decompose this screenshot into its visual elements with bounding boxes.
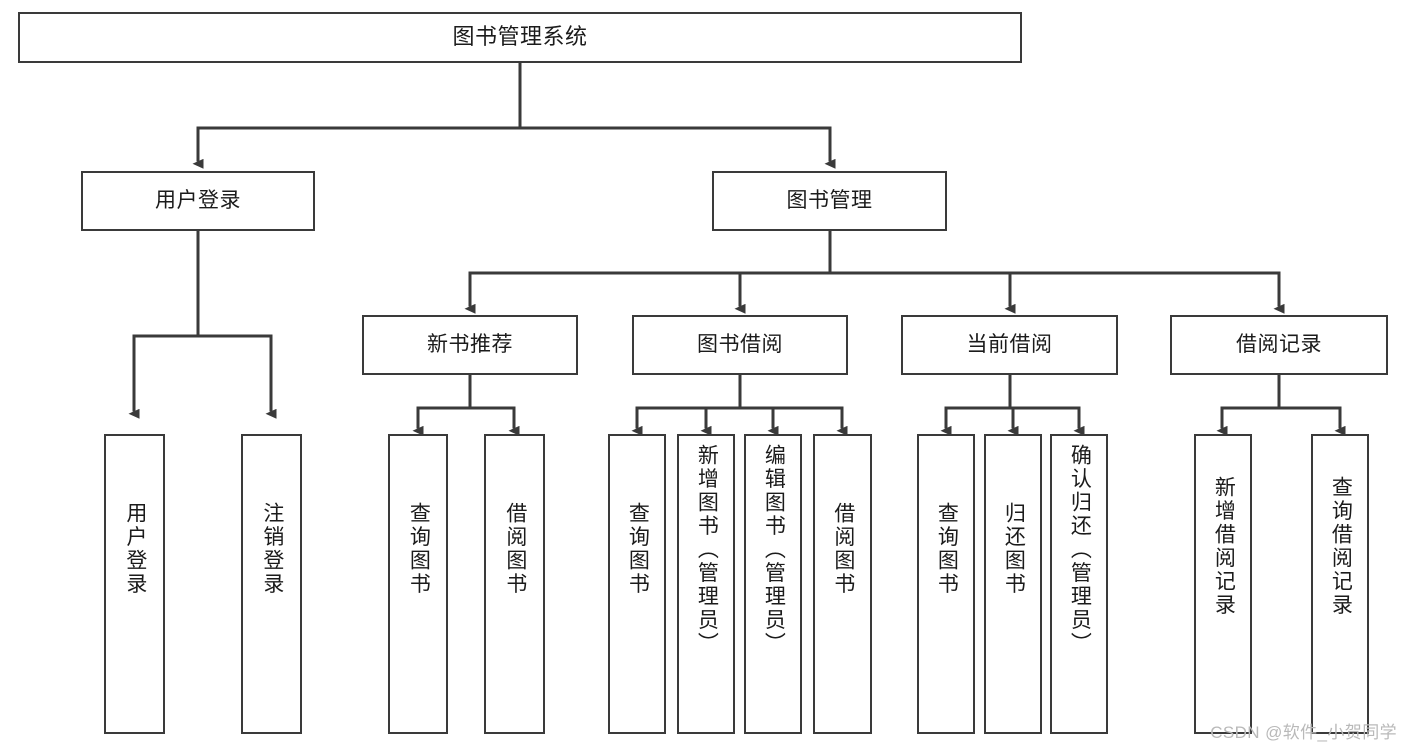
leaf-current-confirm-return-admin[interactable]: 确认归还（管理员） [1050, 434, 1108, 734]
leaf-current-query-book[interactable]: 查询图书 [917, 434, 975, 734]
leaf-new-book-query-book[interactable]: 查询图书 [388, 434, 448, 734]
node-root-book-management-system[interactable]: 图书管理系统 [18, 12, 1022, 63]
node-book-management[interactable]: 图书管理 [712, 171, 947, 231]
node-label: 图书管理系统 [452, 24, 588, 50]
leaf-record-query-record[interactable]: 查询借阅记录 [1311, 434, 1369, 734]
node-label: 注销登录 [260, 502, 284, 596]
leaf-current-return-book[interactable]: 归还图书 [984, 434, 1042, 734]
leaf-new-book-borrow-book[interactable]: 借阅图书 [484, 434, 545, 734]
leaf-borrow-query-book[interactable]: 查询图书 [608, 434, 666, 734]
leaf-borrow-add-book-admin[interactable]: 新增图书（管理员） [677, 434, 735, 734]
node-label: 用户登录 [155, 188, 241, 212]
node-label: 查询借阅记录 [1329, 476, 1353, 617]
node-current-borrow[interactable]: 当前借阅 [901, 315, 1118, 375]
node-label: 当前借阅 [966, 332, 1053, 356]
node-label: 查询图书 [407, 502, 431, 596]
node-user-login[interactable]: 用户登录 [81, 171, 315, 231]
node-label: 借阅图书 [831, 502, 855, 596]
node-label: 新书推荐 [427, 332, 513, 356]
node-label: 确认归还（管理员） [1068, 444, 1092, 656]
node-label: 借阅图书 [503, 502, 527, 596]
leaf-record-add-record[interactable]: 新增借阅记录 [1194, 434, 1252, 734]
node-label: 查询图书 [626, 502, 650, 596]
node-new-book-recommend[interactable]: 新书推荐 [362, 315, 578, 375]
node-label: 借阅记录 [1236, 332, 1322, 356]
node-label: 编辑图书（管理员） [762, 444, 786, 656]
leaf-borrow-borrow-book[interactable]: 借阅图书 [813, 434, 872, 734]
node-label: 图书管理 [786, 188, 873, 212]
node-label: 图书借阅 [697, 332, 783, 356]
leaf-user-login-logout[interactable]: 注销登录 [241, 434, 302, 734]
node-label: 用户登录 [123, 502, 147, 596]
leaf-borrow-edit-book-admin[interactable]: 编辑图书（管理员） [744, 434, 802, 734]
node-label: 查询图书 [935, 502, 959, 596]
leaf-user-login-login[interactable]: 用户登录 [104, 434, 165, 734]
node-book-borrow[interactable]: 图书借阅 [632, 315, 848, 375]
node-label: 新增借阅记录 [1212, 476, 1236, 617]
node-label: 归还图书 [1002, 502, 1026, 596]
node-borrow-record[interactable]: 借阅记录 [1170, 315, 1388, 375]
node-label: 新增图书（管理员） [695, 444, 719, 656]
